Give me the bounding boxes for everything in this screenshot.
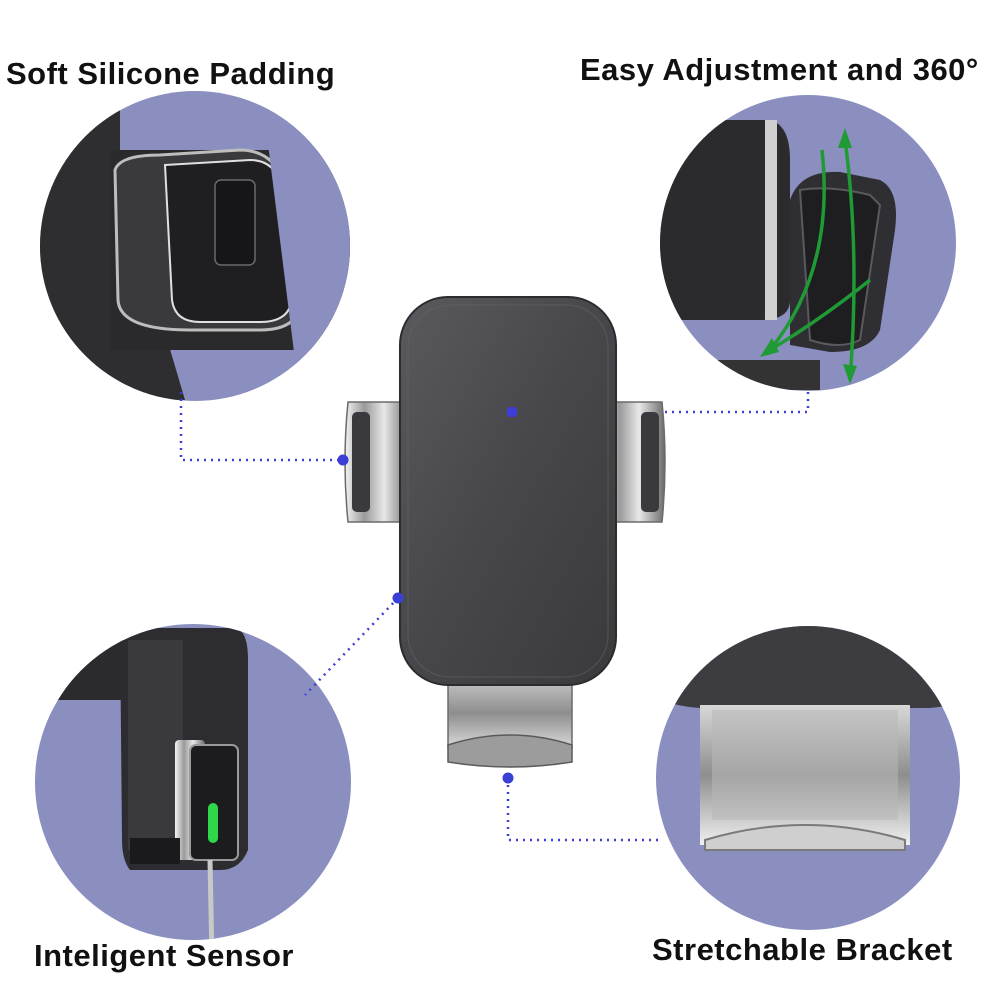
label-intelligent-sensor: Inteligent Sensor <box>34 938 294 973</box>
label-easy-adjustment: Easy Adjustment and 360° <box>580 52 979 87</box>
sensor-led-icon <box>208 803 218 843</box>
label-soft-silicone-padding: Soft Silicone Padding <box>6 56 336 91</box>
phone-holder <box>344 296 666 768</box>
sensor-detail <box>35 624 351 940</box>
bracket-detail <box>656 626 960 930</box>
callout-dots <box>337 406 518 784</box>
silicone-padding-detail <box>40 91 350 401</box>
rotation-arrows-icon <box>760 128 872 384</box>
label-stretchable-bracket: Stretchable Bracket <box>652 932 953 967</box>
rotation-joint-detail <box>660 95 956 391</box>
